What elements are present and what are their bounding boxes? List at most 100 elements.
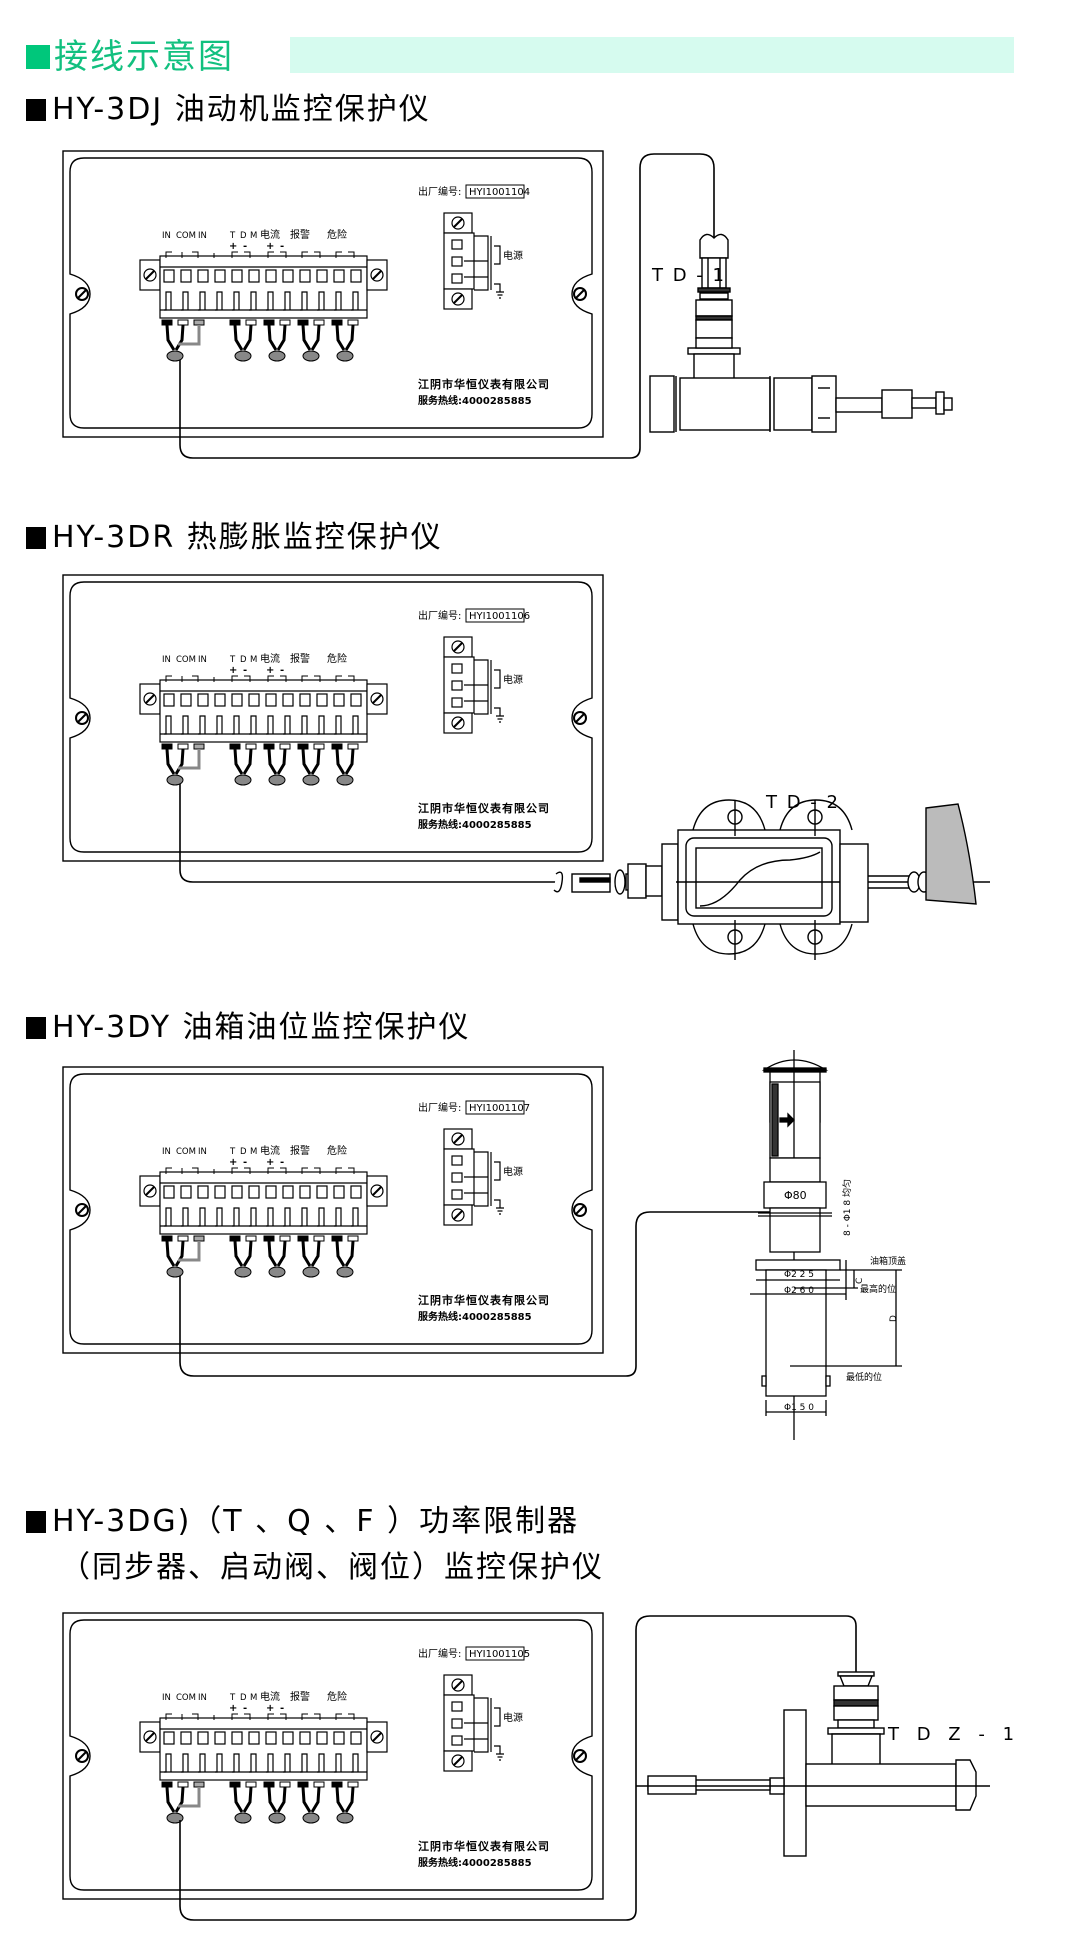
section-title-hy3dr: HY-3DR 热膨胀监控保护仪 [26, 518, 443, 558]
mount-screw-left-icon [75, 1203, 89, 1217]
serial-number: HYI1001107 [469, 1103, 530, 1114]
dim-holes: 8 - Φ1 8 均匀 [841, 1179, 853, 1236]
mount-screw-left-icon [75, 1749, 89, 1763]
label-m: M [250, 1147, 257, 1157]
terminal-slot [231, 693, 243, 707]
title-square-icon [26, 45, 50, 69]
terminal-slot [282, 693, 294, 707]
section-title-text: HY-3DR 热膨胀监控保护仪 [52, 520, 443, 555]
terminal-slot [350, 693, 362, 707]
panel-drawing: IN COM IN T D M 电流 报警 危险 + - + - [62, 1066, 604, 1354]
terminal-brackets [165, 1713, 355, 1720]
label-minus: - [243, 1703, 247, 1714]
label-in: IN [198, 1693, 207, 1703]
panel-inner-border [69, 157, 593, 429]
terminal-slot [197, 269, 209, 283]
mount-screw-left-icon [75, 711, 89, 725]
terminal-slot [333, 1185, 345, 1199]
label-plus: + [229, 1703, 237, 1714]
dim-phi150: Φ1 5 0 [784, 1403, 814, 1413]
mount-screw-right-icon [573, 1749, 587, 1763]
power-label: 电源 [503, 673, 523, 686]
company-name: 江阴市华恒仪表有限公司 [418, 377, 550, 391]
section-title-hy3dg-line2: （同步器、启动阀、阀位）监控保护仪 [60, 1550, 604, 1585]
label-d: D [240, 1693, 247, 1703]
label-lowest: 最低的位 [846, 1371, 882, 1383]
label-in: IN [198, 231, 207, 241]
label-com: COM [176, 231, 196, 241]
terminal-slot [197, 693, 209, 707]
label-minus: - [243, 241, 247, 252]
label-t: T [229, 1693, 236, 1703]
terminal-block [139, 1171, 388, 1235]
label-plus: + [266, 241, 274, 252]
power-connector [443, 212, 504, 310]
wire-bundles [161, 1781, 359, 1824]
mount-screw-left-icon [75, 287, 89, 301]
label-plus: + [229, 665, 237, 676]
label-t: T [229, 231, 236, 241]
label-t: T [229, 1147, 236, 1157]
terminal-slot [180, 693, 192, 707]
oil-level-gauge [750, 1050, 902, 1440]
label-d: D [240, 231, 247, 241]
wire-bundles [161, 319, 359, 362]
panel-drawing: IN COM IN T D M 电流 报警 危险 + - + - [62, 150, 604, 438]
panel-outer-border [62, 1612, 604, 1900]
terminal-slot [248, 1185, 260, 1199]
label-d: D [240, 655, 247, 665]
company-name: 江阴市华恒仪表有限公司 [418, 801, 550, 815]
section-title-hy3dy: HY-3DY 油箱油位监控保护仪 [26, 1008, 471, 1048]
label-current: 电流 [260, 652, 280, 665]
serial-label: 出厂编号: [418, 609, 461, 622]
page-title: 接线示意图 [26, 36, 234, 78]
label-m: M [250, 1693, 257, 1703]
terminal-slot [350, 269, 362, 283]
serial-label: 出厂编号: [418, 1101, 461, 1114]
oil-tank-dimensions: Φ80 8 - Φ1 8 均匀 油箱顶盖 Φ2 2 5 Φ2 6 0 最高的位 … [784, 1179, 906, 1413]
terminal-labels: IN COM IN T D M 电流 报警 危险 + - + - [162, 652, 347, 676]
bullet-square-icon [26, 527, 46, 549]
label-current: 电流 [260, 1690, 280, 1703]
label-alarm: 报警 [290, 652, 310, 665]
td2-sensor [553, 799, 990, 960]
label-plus: + [266, 1703, 274, 1714]
terminal-slot [197, 1185, 209, 1199]
panel-drawing: IN COM IN T D M 电流 报警 危险 + - + - [62, 1612, 604, 1900]
terminal-slot [316, 269, 328, 283]
terminal-slot [333, 269, 345, 283]
terminal-slot [197, 1731, 209, 1745]
label-plus: + [266, 665, 274, 676]
section-title-text: HY-3DY 油箱油位监控保护仪 [52, 1010, 471, 1045]
terminal-slot [214, 269, 226, 283]
terminal-slot [333, 693, 345, 707]
wire-bundles [161, 743, 359, 786]
label-com: COM [176, 655, 196, 665]
label-top-cover: 油箱顶盖 [870, 1255, 906, 1267]
terminal-slot [282, 269, 294, 283]
terminal-slot [265, 1185, 277, 1199]
terminal-slot [231, 1185, 243, 1199]
dim-c: C [855, 1278, 865, 1284]
terminal-slot [180, 1185, 192, 1199]
company-name: 江阴市华恒仪表有限公司 [418, 1839, 550, 1853]
bullet-square-icon [26, 1017, 46, 1039]
cable-td2 [179, 784, 556, 883]
instrument-panel: IN COM IN T D M 电流 报警 危险 + - + - [62, 574, 614, 866]
serial-label: 出厂编号: [418, 1647, 461, 1660]
panel-outer-border [62, 574, 604, 862]
label-minus: - [280, 241, 284, 252]
label-current: 电流 [260, 228, 280, 241]
terminal-brackets [165, 675, 355, 682]
terminal-slot [333, 1731, 345, 1745]
terminal-slot [316, 1185, 328, 1199]
section-title-hy3dg: HY-3DG)（T 、Q 、F ）功率限制器 [26, 1502, 579, 1542]
terminal-brackets [165, 1167, 355, 1174]
terminal-slot [248, 1731, 260, 1745]
terminal-block [139, 255, 388, 319]
terminal-slot [163, 1731, 175, 1745]
power-label: 电源 [503, 1165, 523, 1178]
terminal-slot [163, 693, 175, 707]
label-danger: 危险 [327, 228, 347, 241]
terminal-slot [180, 1731, 192, 1745]
